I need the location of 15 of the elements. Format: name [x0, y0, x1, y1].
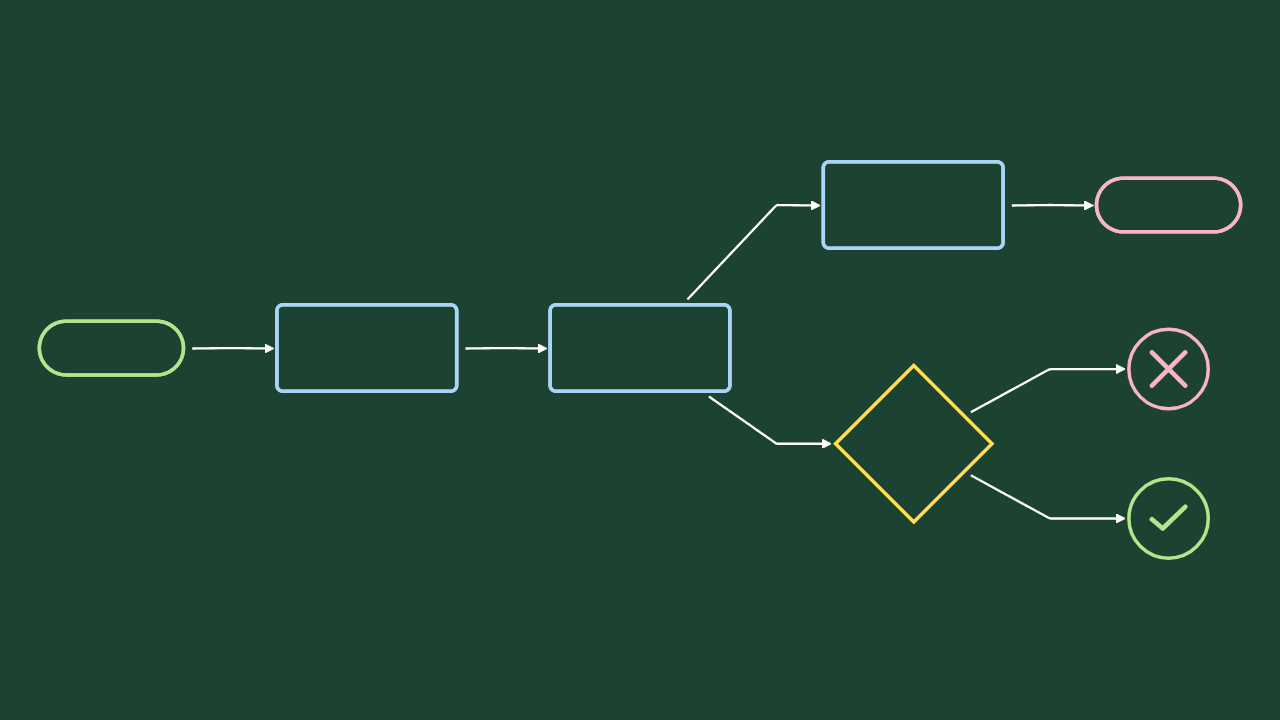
end-circle [1127, 327, 1211, 411]
arrow [686, 200, 821, 301]
process-box [275, 303, 459, 393]
arrow [1011, 200, 1095, 211]
process-box [821, 160, 1005, 250]
process-box [548, 303, 732, 393]
arrow [708, 395, 832, 449]
terminal-pill [1094, 176, 1243, 234]
arrow [192, 343, 275, 354]
arrow [465, 343, 548, 354]
arrow [970, 363, 1126, 414]
decision-diamond [833, 363, 995, 525]
terminal-pill [37, 319, 186, 377]
end-circle [1127, 477, 1211, 560]
arrow [970, 474, 1126, 524]
